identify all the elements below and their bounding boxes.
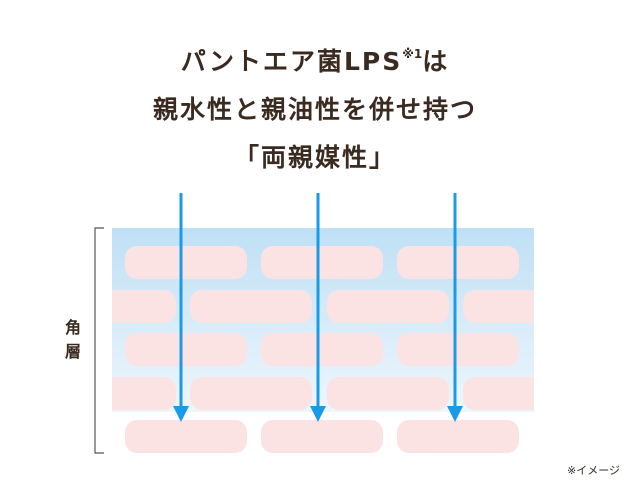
corneocyte-cell — [397, 246, 519, 279]
heading-line-1: パントエア菌LPS※1は — [0, 30, 630, 86]
corneocyte-cell — [261, 333, 383, 366]
corneocyte-cell — [125, 246, 247, 279]
heading-line-1-end: は — [422, 47, 450, 76]
corneocyte-cell — [190, 290, 312, 323]
arrow-3 — [447, 193, 463, 422]
corneocyte-cell — [463, 290, 534, 323]
footnote-marker: ※1 — [402, 47, 423, 61]
image-note: ※イメージ — [567, 464, 620, 477]
heading: パントエア菌LPS※1は 親水性と親油性を併せ持つ 「両親媒性」 — [0, 30, 630, 182]
layer-bracket — [94, 227, 104, 454]
corneocyte-cell — [112, 377, 176, 410]
corneocyte-cell — [125, 333, 247, 366]
corneocyte-cell — [397, 420, 519, 453]
corneocyte-cell — [125, 420, 247, 453]
corneocyte-cell — [397, 333, 519, 366]
corneocyte-cell — [327, 377, 449, 410]
corneocyte-cell — [112, 290, 176, 323]
cell-grid — [112, 246, 534, 410]
corneocyte-cell — [261, 420, 383, 453]
stratum-corneum-label: 角層 — [64, 318, 81, 361]
corneocyte-cell — [463, 377, 534, 410]
arrow-1 — [173, 193, 189, 422]
heading-line-3: 「両親媒性」 — [233, 143, 396, 172]
heading-line-2: 親水性と親油性を併せ持つ — [152, 95, 477, 124]
arrow-2 — [310, 193, 326, 422]
heading-line-1-text: パントエア菌LPS — [180, 47, 403, 76]
corneocyte-cell — [327, 290, 449, 323]
corneocyte-cell — [190, 377, 312, 410]
corneocyte-cell — [261, 246, 383, 279]
